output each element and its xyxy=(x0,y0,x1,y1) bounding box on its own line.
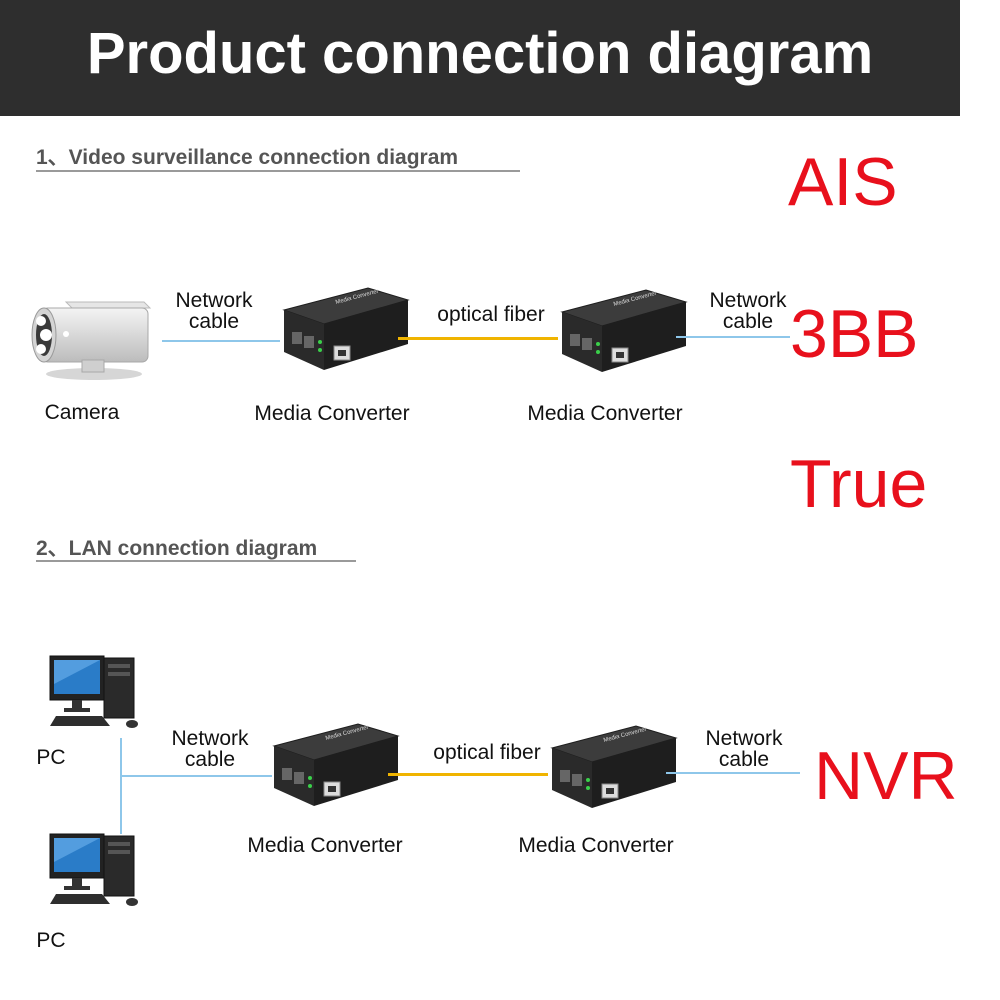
overlay-text-true: True xyxy=(790,446,928,522)
page-title: Product connection diagram xyxy=(86,21,874,86)
pc-link-vertical-line xyxy=(120,738,122,834)
camera-label: Camera xyxy=(44,401,120,424)
media-converter-icon: Media Converter xyxy=(272,723,400,806)
header-banner xyxy=(0,0,960,116)
network-cable-line xyxy=(162,340,280,342)
media-converter-icon: Media Converter xyxy=(550,725,678,808)
network-cable-line xyxy=(120,775,272,777)
overlay-text-ais: AIS xyxy=(788,144,898,220)
section2-underline xyxy=(36,560,356,562)
section1-underline xyxy=(36,170,520,172)
media-converter-label: Media Converter xyxy=(247,834,403,857)
media-converter-label: Media Converter xyxy=(254,402,410,425)
network-cable-line xyxy=(666,772,800,774)
optical-fiber-label: optical fiber xyxy=(437,303,545,326)
media-converter-label: Media Converter xyxy=(518,834,674,857)
network-cable-line xyxy=(676,336,790,338)
pc-label: PC xyxy=(36,929,66,952)
optical-fiber-line xyxy=(398,337,558,340)
optical-fiber-line xyxy=(388,773,548,776)
optical-fiber-label: optical fiber xyxy=(433,741,541,764)
media-converter-icon: Media Converter xyxy=(282,287,410,370)
pc-icon xyxy=(49,655,138,728)
overlay-text-nvr: NVR xyxy=(814,738,958,814)
overlay-text-3bb: 3BB xyxy=(790,296,919,372)
pc-icon xyxy=(49,833,138,906)
media-converter-label: Media Converter xyxy=(527,402,683,425)
pc-label: PC xyxy=(36,746,66,769)
section2-title: 2、LAN connection diagram xyxy=(36,537,318,560)
camera-icon xyxy=(31,301,152,380)
media-converter-icon: Media Converter xyxy=(560,289,688,372)
section1-title: 1、Video surveillance connection diagram xyxy=(36,146,459,169)
